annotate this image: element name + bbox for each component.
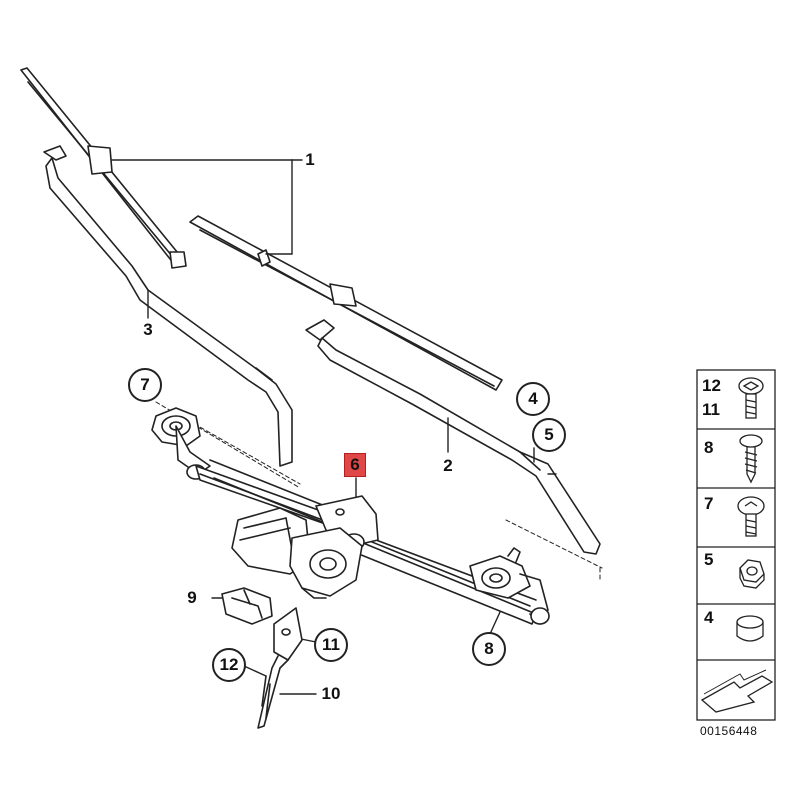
legend-label-4: 4 [704, 608, 714, 627]
callout-1: 1 [305, 150, 315, 169]
hex-nut-icon [739, 559, 765, 589]
leader-lines [111, 159, 557, 695]
flange-bolt-icon [737, 496, 765, 537]
legend-label-7: 7 [704, 494, 714, 513]
cap-icon [736, 615, 764, 642]
callout-8: 8 [472, 632, 506, 666]
wire-clip [221, 587, 273, 625]
callout-9: 9 [187, 588, 197, 607]
wiper-arm-left [43, 145, 293, 467]
torx-flange-screw-icon [738, 377, 764, 419]
legend-label-8: 8 [704, 438, 714, 457]
callout-12: 12 [212, 648, 246, 682]
callout-3: 3 [143, 320, 153, 339]
self-tapping-screw-icon [739, 434, 763, 484]
callout-7: 7 [128, 368, 162, 402]
callout-2: 2 [443, 456, 453, 475]
wiper-blade-right [189, 215, 503, 391]
legend-label-5: 5 [704, 550, 714, 569]
wiper-blade-left [20, 67, 187, 269]
callout-5: 5 [532, 418, 566, 452]
callout-11: 11 [314, 628, 348, 662]
diagram-code: 00156448 [700, 724, 758, 738]
callout-10: 10 [321, 684, 341, 703]
legend-panel [696, 369, 776, 721]
front-direction-arrow-icon [700, 669, 774, 713]
wiper-arm-right [305, 319, 601, 555]
callout-6-highlighted: 6 [344, 453, 366, 477]
legend-label-11: 11 [702, 400, 720, 419]
wiper-motor [231, 507, 363, 599]
legend-label-12: 12 [702, 376, 721, 395]
callout-4: 4 [516, 382, 550, 416]
wiper-linkage [151, 407, 550, 625]
mounting-bracket [257, 607, 303, 729]
